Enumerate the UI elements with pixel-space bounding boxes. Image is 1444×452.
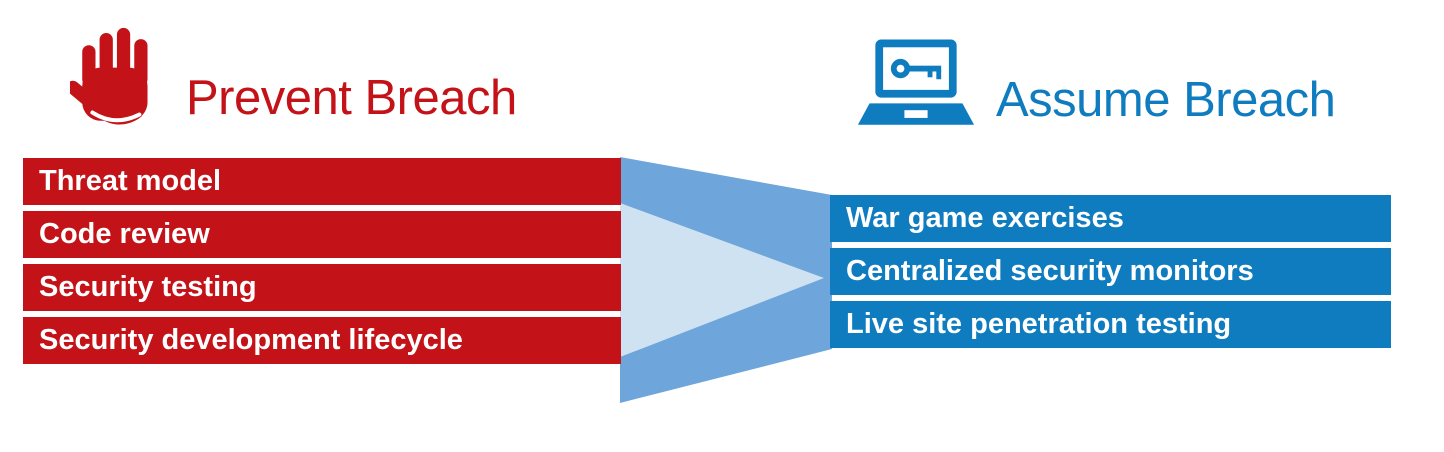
laptop-key-icon	[857, 39, 975, 125]
prevent-breach-title: Prevent Breach	[186, 71, 517, 125]
prevent-item-label: Threat model	[39, 165, 222, 197]
assume-item-bar: Centralized security monitors	[830, 248, 1391, 295]
prevent-item-label: Security development lifecycle	[39, 324, 463, 356]
stop-hand-icon	[70, 27, 148, 125]
assume-item-bar: Live site penetration testing	[830, 301, 1391, 348]
prevent-item-bar: Security testing	[23, 264, 621, 311]
assume-item-label: Centralized security monitors	[846, 255, 1254, 287]
prevent-item-bar: Code review	[23, 211, 621, 258]
assume-breach-title: Assume Breach	[996, 73, 1336, 127]
transition-arrow	[620, 157, 832, 403]
assume-item-bar: War game exercises	[830, 195, 1391, 242]
prevent-item-bar: Threat model	[23, 158, 621, 205]
prevent-item-label: Security testing	[39, 271, 257, 303]
assume-item-label: War game exercises	[846, 202, 1124, 234]
prevent-item-label: Code review	[39, 218, 210, 250]
assume-item-label: Live site penetration testing	[846, 308, 1232, 340]
prevent-item-bar: Security development lifecycle	[23, 317, 621, 364]
